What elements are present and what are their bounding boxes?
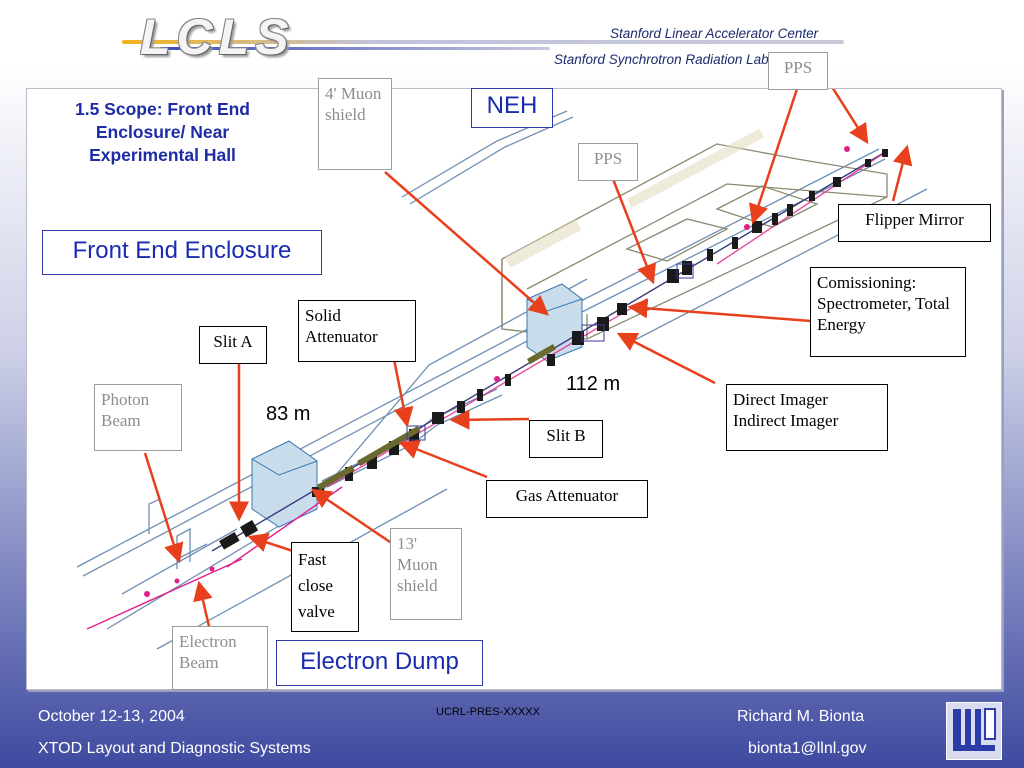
label-4-muon-shield: 4' Muon shield — [318, 78, 392, 170]
footer-author: Richard M. Bionta — [737, 708, 865, 725]
arrow-fast-close-valve — [247, 532, 294, 553]
arrow-photon-beam — [143, 452, 184, 564]
label-electron-dump: Electron Dump — [276, 640, 483, 686]
label-slit-b: Slit B — [529, 420, 603, 458]
arrow-pps-top — [749, 89, 799, 225]
footer-email: bionta1@llnl.gov — [748, 740, 867, 757]
label-photon-beam: Photon Beam — [94, 384, 182, 451]
footer-subtitle: XTOD Layout and Diagnostic Systems — [38, 740, 311, 757]
arrow-4-muon — [384, 171, 549, 316]
label-commissioning: Comissioning: Spectrometer, Total Energy — [810, 267, 966, 357]
label-solid-attenuator: Solid Attenuator — [298, 300, 416, 362]
label-83-m: 83 m — [266, 403, 311, 425]
arrow-direct-imager — [616, 332, 716, 385]
label-112-m: 112 m — [566, 373, 621, 395]
logo-underline-2 — [160, 47, 550, 50]
lab-name-ssrl: Stanford Synchrotron Radiation Laborator… — [554, 52, 811, 67]
beamline-drawing — [76, 89, 928, 650]
label-electron-beam: Electron Beam — [172, 626, 268, 690]
arrow-solid-attenuator — [392, 358, 414, 428]
lcls-logo: LCLS — [140, 9, 295, 65]
label-gas-attenuator: Gas Attenuator — [486, 480, 648, 518]
label-direct-indirect-imager: Direct Imager Indirect Imager — [726, 384, 888, 451]
arrow-gas-attenuator — [398, 440, 488, 479]
label-flipper-mirror: Flipper Mirror — [838, 204, 991, 242]
llnl-logo-icon — [946, 702, 1002, 760]
label-13-muon-shield: 13' Muon shield — [390, 528, 462, 620]
label-front-end-enclosure: Front End Enclosure — [42, 230, 322, 275]
slide-title: 1.5 Scope: Front End Enclosure/ Near Exp… — [74, 99, 251, 165]
logo-underline-1 — [122, 40, 844, 44]
label-pps-mid: PPS — [578, 143, 638, 181]
arrow-slit-b — [449, 409, 530, 430]
footer-date: October 12-13, 2004 — [38, 708, 185, 725]
arrow-13-muon — [310, 488, 394, 546]
label-fast-close-valve: Fast close valve — [291, 542, 359, 632]
arrow-pps-top-right — [831, 89, 869, 145]
lab-name-slac: Stanford Linear Accelerator Center — [610, 26, 819, 41]
arrow-pps-mid — [611, 178, 656, 285]
label-slit-a: Slit A — [199, 326, 267, 364]
arrow-commissioning — [627, 298, 812, 323]
label-neh: NEH — [471, 88, 553, 128]
arrow-flipper-mirror — [891, 144, 913, 202]
footer-doc-id: UCRL-PRES-XXXXX — [436, 706, 540, 718]
label-pps-top: PPS — [768, 52, 828, 90]
